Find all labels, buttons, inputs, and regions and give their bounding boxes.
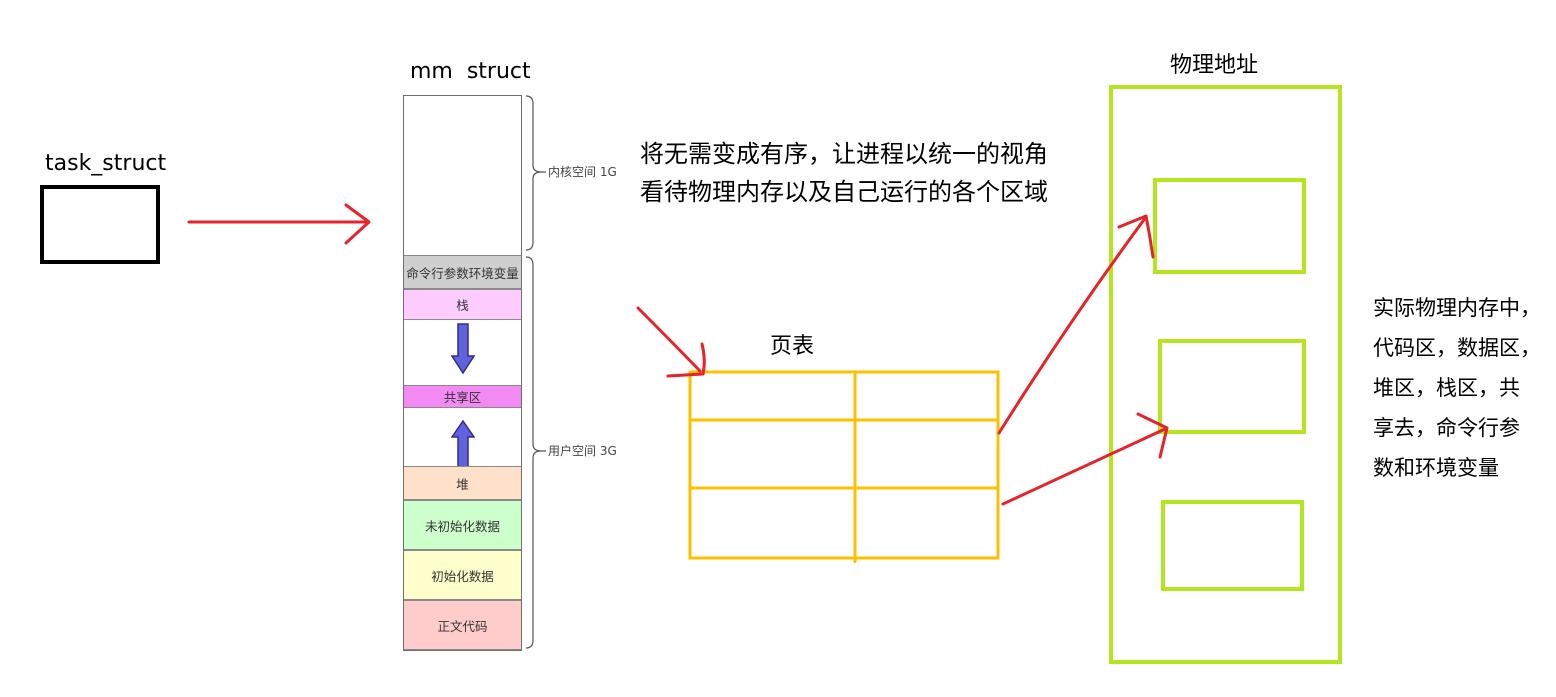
arrow-page-table-to-block-2: [1001, 412, 1169, 506]
arrow-up-icon: [450, 420, 475, 468]
arrow-line: [1001, 427, 1167, 506]
physical-memory: [1109, 85, 1342, 664]
segment-text: 正文代码: [404, 600, 521, 650]
arrow-page-table-to-block-1: [997, 214, 1155, 435]
page-table-label: 页表: [770, 334, 815, 359]
user-space-brace: [525, 256, 546, 649]
mm-struct-label: mm struct: [410, 59, 531, 84]
physical-memory-block: [1158, 339, 1306, 434]
arrow-head: [666, 342, 706, 378]
kernel-space-brace: [525, 95, 546, 251]
task-struct-label: task_struct: [45, 151, 167, 176]
page-table: [688, 370, 1000, 563]
segment-cmdline-env: 命令行参数环境变量: [404, 255, 521, 289]
physical-memory-note-line: 数和环境变量: [1373, 456, 1499, 480]
arrow-head: [1136, 412, 1169, 459]
page-table-border: [688, 370, 1000, 560]
physical-memory-note-line: 享去，命令行参: [1373, 416, 1520, 440]
arrow-up-icon: [450, 420, 475, 468]
arrow-down-icon: [450, 323, 475, 375]
arrow-head: [344, 203, 371, 245]
segment-data: 初始化数据: [404, 550, 521, 600]
heap-growth-region: [404, 408, 521, 468]
arrow-line: [997, 215, 1148, 435]
kernel-space-label: 内核空间 1G: [548, 165, 617, 179]
arrow-task-to-mm: [187, 203, 371, 245]
virtual-memory-layout: 命令行参数环境变量 栈 共享区 堆 未初始化数据 初始化数据 正文代码: [403, 95, 522, 651]
user-space-label: 用户空间 3G: [548, 444, 617, 458]
segment-heap: 堆: [404, 466, 521, 500]
physical-memory-note-line: 代码区，数据区，: [1373, 336, 1541, 360]
physical-memory-block: [1153, 178, 1306, 274]
arrow-down-icon: [450, 323, 475, 375]
arrow-line: [636, 306, 702, 373]
segment-shared: 共享区: [404, 385, 521, 408]
arrow-head: [1117, 214, 1155, 259]
stack-growth-region: [404, 320, 521, 385]
task-struct-box: [40, 185, 160, 264]
physical-memory-border: [1109, 85, 1342, 664]
kernel-space-region: [404, 96, 521, 256]
physical-memory-note-line: 堆区，栈区，共: [1373, 376, 1520, 400]
arrow-to-page-table: [636, 306, 706, 378]
physical-memory-note: 实际物理内存中， 代码区，数据区， 堆区，栈区，共 享去，命令行参 数和环境变量: [1373, 288, 1541, 488]
segment-bss: 未初始化数据: [404, 500, 521, 550]
virtual-memory-note: 将无需变成有序，让进程以统一的视角 看待物理内存以及自己运行的各个区域: [640, 135, 1048, 211]
virtual-memory-note-line: 将无需变成有序，让进程以统一的视角: [640, 140, 1048, 168]
physical-memory-note-line: 实际物理内存中，: [1373, 296, 1541, 320]
physical-address-label: 物理地址: [1170, 53, 1259, 78]
segment-stack: 栈: [404, 289, 521, 320]
virtual-memory-note-line: 看待物理内存以及自己运行的各个区域: [640, 178, 1048, 206]
physical-memory-block: [1161, 500, 1304, 591]
